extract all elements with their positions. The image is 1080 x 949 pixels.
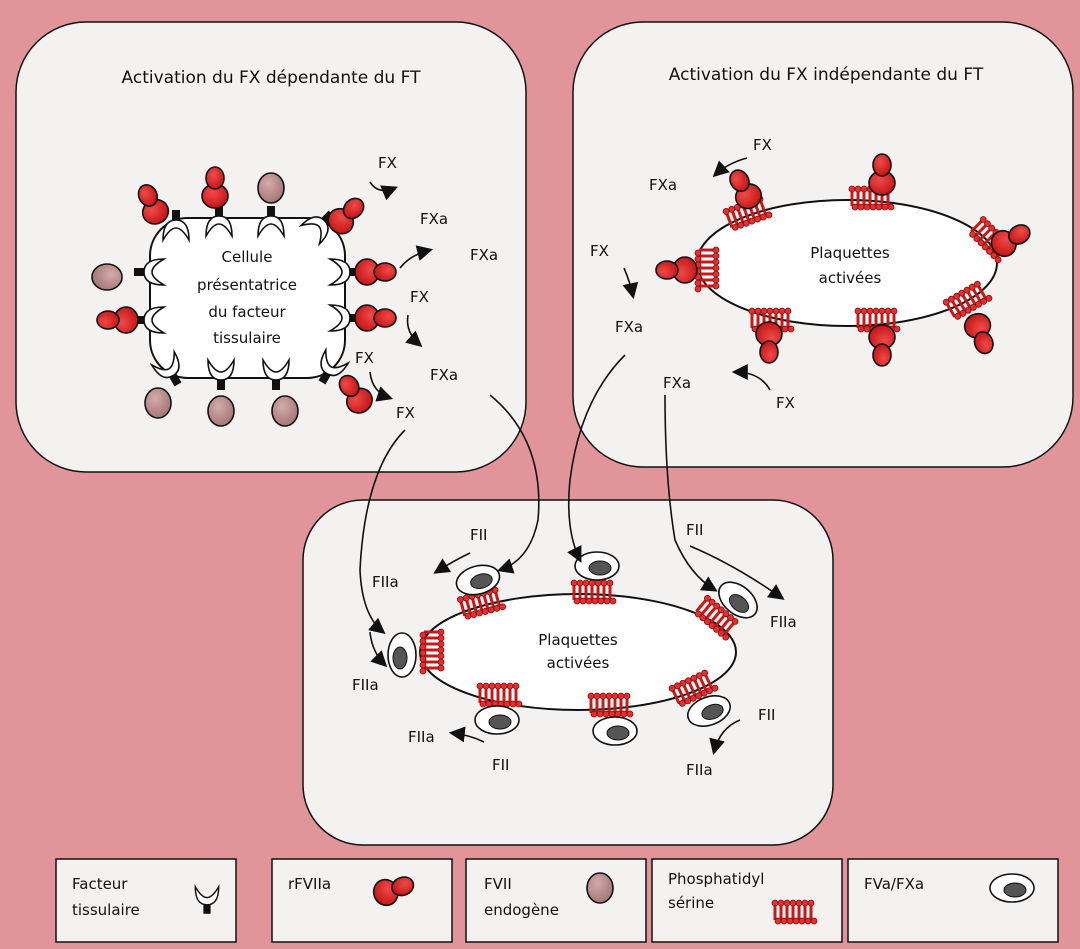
label-fx: FX [410,288,429,306]
panel-tf-dependent: Activation du FX dépendante du FT Cellul… [15,21,527,473]
label-fii: FII [758,706,775,724]
label-fii: FII [470,526,487,544]
label-fx: FX [355,349,374,367]
svg-text:présentatrice: présentatrice [197,276,297,294]
legend-item-tissue-factor: Facteur tissulaire [55,858,237,943]
svg-text:sérine: sérine [668,894,714,912]
endogenous-fvii-icon [91,263,123,291]
label-fiia: FIIa [352,676,379,694]
svg-text:FVa/FXa: FVa/FXa [864,875,924,893]
endogenous-fvii-icon [586,872,614,904]
svg-text:Cellule: Cellule [222,248,273,266]
svg-text:tissulaire: tissulaire [72,901,140,919]
platelet-label: Plaquettes activées [810,244,890,287]
svg-text:Phosphatidyl: Phosphatidyl [668,870,764,888]
label-fx: FX [396,404,415,422]
label-fx: FX [753,136,772,154]
label-fii: FII [686,521,703,539]
platelet-label: Plaquettes activées [538,631,618,672]
svg-text:activées: activées [819,269,882,287]
legend-item-fva-fxa: FVa/FXa [847,858,1059,943]
label-fx: FX [776,394,795,412]
fva-fxa-icon [989,873,1035,903]
label-fiia: FIIa [770,613,797,631]
cell-label: Cellule présentatrice du facteur tissula… [197,248,297,347]
label-fiia: FIIa [686,761,713,779]
svg-text:FVII: FVII [484,875,512,893]
legend-item-endogenous-fvii: FVII endogène [465,858,647,943]
label-fiia: FIIa [408,728,435,746]
svg-text:tissulaire: tissulaire [213,329,281,347]
label-fxa: FXa [430,366,458,384]
label-fxa: FXa [649,176,677,194]
svg-text:endogène: endogène [484,901,559,919]
label-fxa: FXa [663,374,691,392]
label-fiia: FIIa [372,573,399,591]
label-fx: FX [378,154,397,172]
endogenous-fvii-icon [257,172,285,204]
activation-arrow [369,545,785,756]
label-fii: FII [492,756,509,774]
flow-arrow [359,354,718,635]
svg-text:du facteur: du facteur [208,303,286,321]
label-fxa: FXa [420,210,448,228]
svg-text:Plaquettes: Plaquettes [538,631,618,649]
panel-tf-independent: Activation du FX indépendante du FT Plaq… [572,21,1074,468]
activation-arrow [622,157,771,391]
panel-title-tf-dependent: Activation du FX dépendante du FT [122,68,422,88]
activation-arrow [369,181,434,402]
svg-text:Plaquettes: Plaquettes [810,244,890,262]
svg-text:Facteur: Facteur [72,875,128,893]
svg-text:activées: activées [547,654,610,672]
label-fx: FX [590,242,609,260]
svg-text:rFVIIa: rFVIIa [288,875,331,893]
panel-title-tf-independent: Activation du FX indépendante du FT [669,65,984,85]
panel-thrombin-generation: Plaquettes activées FII FIIa FII FIIa [302,499,834,846]
legend: Facteur tissulaire rFVIIa FVII endogène … [55,858,1059,943]
label-fxa: FXa [615,318,643,336]
legend-item-rfviia: rFVIIa [271,858,453,943]
tissue-factor-cell [149,217,346,379]
label-fxa: FXa [470,246,498,264]
legend-item-phosphatidylserine: Phosphatidyl sérine [651,858,843,943]
